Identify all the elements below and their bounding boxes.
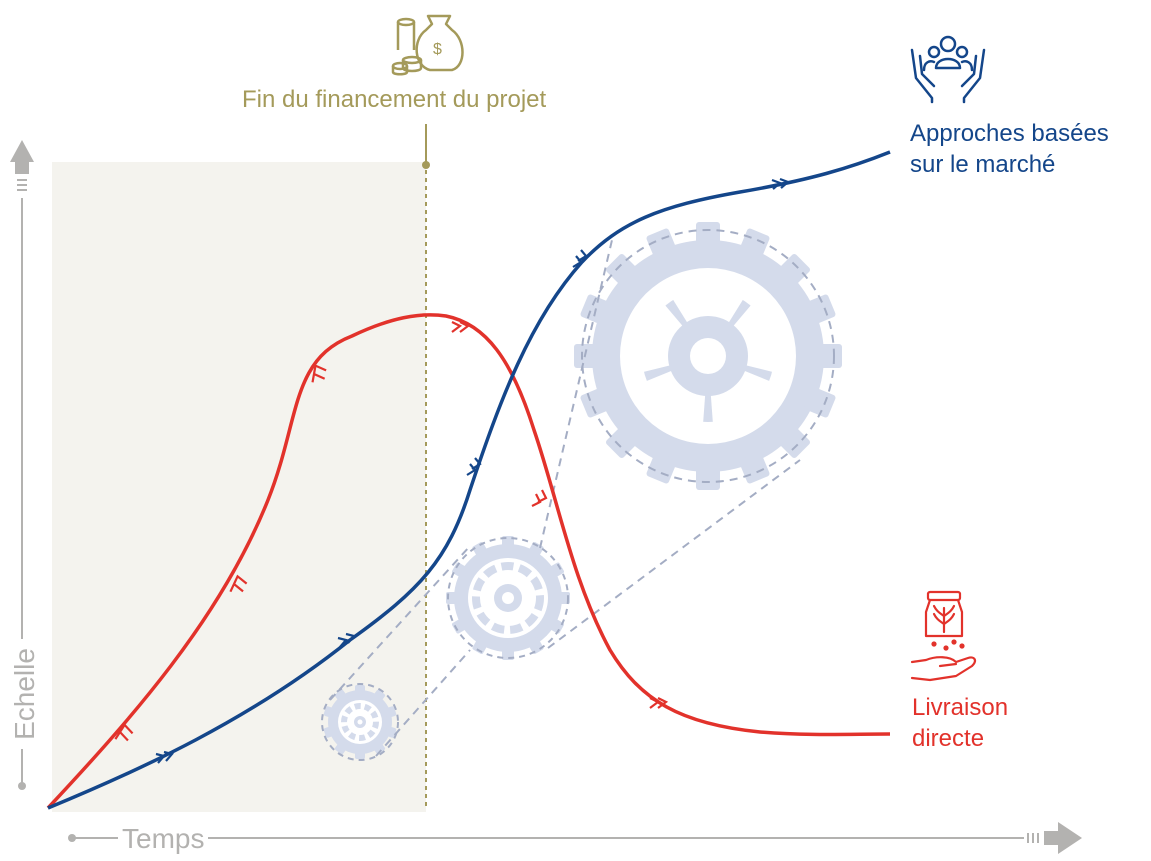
direct-delivery-label: Livraison directe [912,692,1008,754]
direct-delivery-chevrons [114,321,669,742]
market-approach-chevrons [155,177,791,764]
svg-text:$: $ [433,41,442,58]
money-bag-coins-icon: $ [391,14,464,76]
direct-delivery-line2: directe [912,725,985,752]
market-approach-curve [47,150,891,810]
hands-community-icon [910,35,986,104]
market-approach-label: Approches basées sur le marché [910,118,1109,180]
funding-end-marker [422,124,430,810]
direct-delivery-line1: Livraison [912,694,1009,721]
x-axis [68,822,1082,854]
direct-delivery-curve [46,313,891,810]
market-approach-line2: sur le marché [910,151,1056,178]
funding-end-label: Fin du financement du projet [242,86,547,113]
y-axis-label: Echelle [9,639,41,749]
large-gear-icon [574,222,842,490]
market-approach-line1: Approches basées [910,120,1109,147]
medium-gear-icon [446,536,570,660]
hand-seeds-jar-icon [910,590,977,682]
gear-connectors [329,239,801,757]
x-axis-label: Temps [118,823,209,855]
small-gear-icon [321,683,399,761]
